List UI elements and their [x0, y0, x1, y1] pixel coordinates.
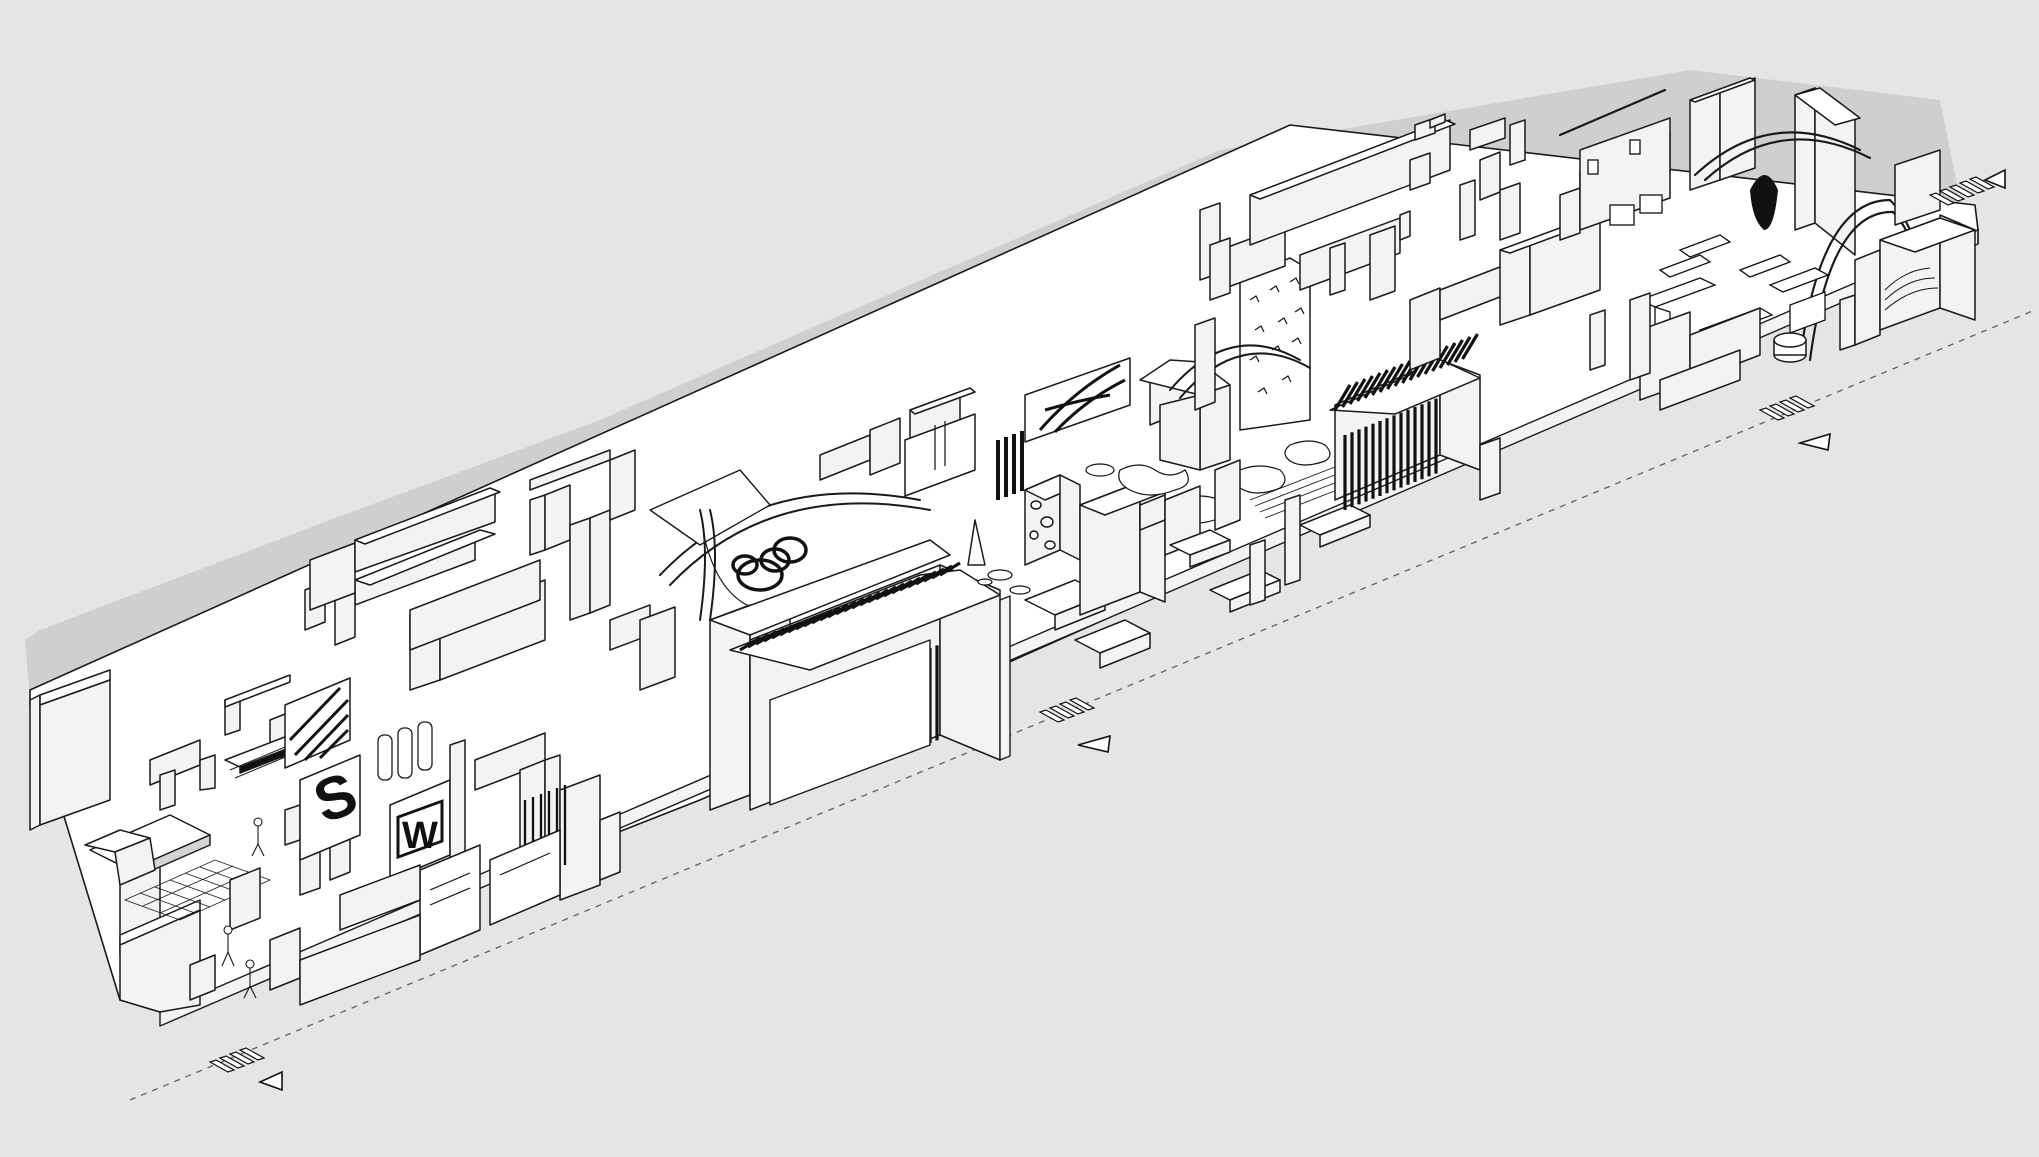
marker-stripe: [1768, 403, 1796, 417]
section-line: [129, 309, 2036, 1101]
marker-stripe: [1938, 188, 1966, 202]
entrance-wing: [29, 669, 351, 1013]
roof-slat: [1348, 378, 1367, 405]
roof-slat: [939, 561, 961, 577]
marker-stripe: [228, 1051, 256, 1065]
house-climbing-area: [1118, 257, 1371, 613]
roof-slat: [1363, 372, 1382, 399]
roof-slat: [1453, 336, 1472, 363]
east-wing: [1558, 77, 1976, 411]
marker-stripe: [1948, 184, 1976, 198]
play-area: [819, 357, 1180, 669]
roof-slat: [1371, 369, 1389, 396]
marker-stripe: [1958, 180, 1986, 194]
triangle-arrow-icon: [1983, 168, 2006, 190]
marker-stripe: [238, 1047, 266, 1061]
roof-slat: [1356, 375, 1374, 402]
marker-stripe: [1038, 709, 1066, 723]
marker-stripe: [1778, 399, 1806, 413]
marker-stripe: [218, 1055, 246, 1069]
marker-stripe: [208, 1059, 236, 1073]
roof-slat: [1438, 342, 1457, 369]
marker-stripe: [1048, 705, 1076, 719]
marker-stripe: [1788, 395, 1816, 409]
marker-stripe: [1068, 697, 1096, 711]
roof-slat: [1393, 360, 1412, 387]
roof-slat: [1386, 363, 1404, 390]
roof-slat: [1378, 366, 1397, 393]
marker-stripe: [1758, 407, 1786, 421]
slatted-pavilion-1: [729, 561, 1011, 811]
roof-slat: [1461, 333, 1479, 360]
section-marker-3: [1758, 395, 1831, 451]
marker-stripe: [1058, 701, 1086, 715]
triangle-arrow-icon: [1077, 734, 1111, 753]
section-marker-2: [1038, 697, 1111, 753]
marker-stripe: [1928, 192, 1956, 206]
roof-slat: [1341, 381, 1359, 408]
triangle-arrow-icon: [257, 1070, 283, 1092]
back-rooms: [1199, 113, 1606, 371]
section-marker-1: [208, 1047, 283, 1092]
section-marker-top-right: [1928, 168, 2006, 206]
marker-stripe: [1968, 176, 1996, 190]
slatted-pavilion-2: [1329, 333, 1501, 510]
roof-slat: [1333, 384, 1352, 411]
triangle-arrow-icon: [1796, 432, 1831, 451]
letter-w: W: [402, 815, 438, 857]
roof-slat: [1446, 339, 1464, 366]
wsj-block: S W: [299, 529, 621, 1006]
